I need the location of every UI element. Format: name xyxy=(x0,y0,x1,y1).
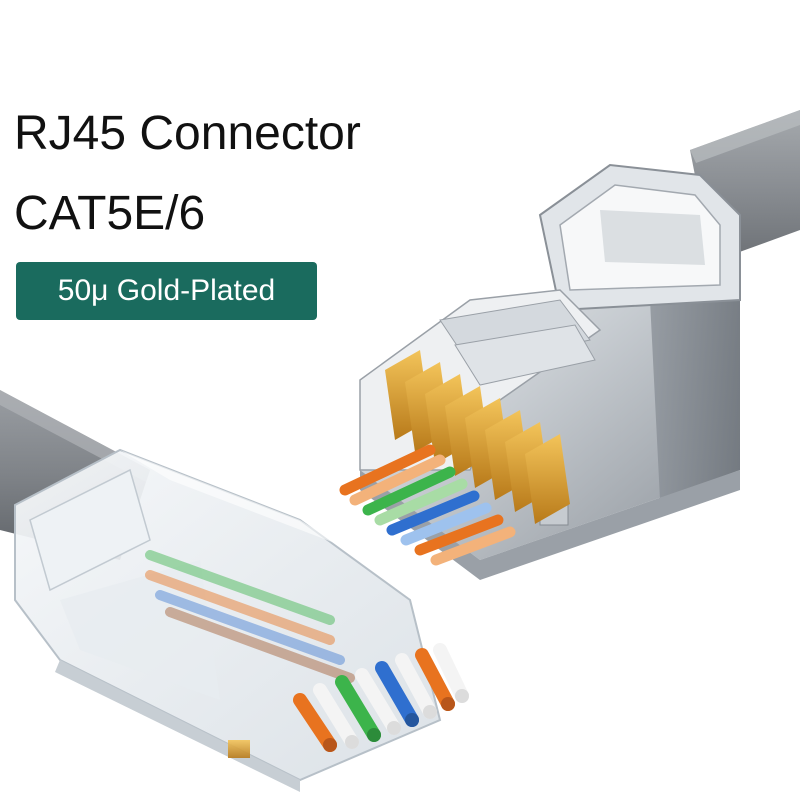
headline-line-2: CAT5E/6 xyxy=(14,187,206,240)
clear-rj45-plug xyxy=(14,448,442,792)
lower-wires xyxy=(293,643,469,752)
upper-wires xyxy=(339,444,516,566)
lower-wire-tips xyxy=(323,689,469,752)
gold-plated-badge: 50μ Gold-Plated xyxy=(16,262,317,320)
gold-contacts xyxy=(385,350,570,524)
badge-label: 50μ Gold-Plated xyxy=(57,274,276,307)
headline-line-1: RJ45 Connector xyxy=(14,107,361,160)
